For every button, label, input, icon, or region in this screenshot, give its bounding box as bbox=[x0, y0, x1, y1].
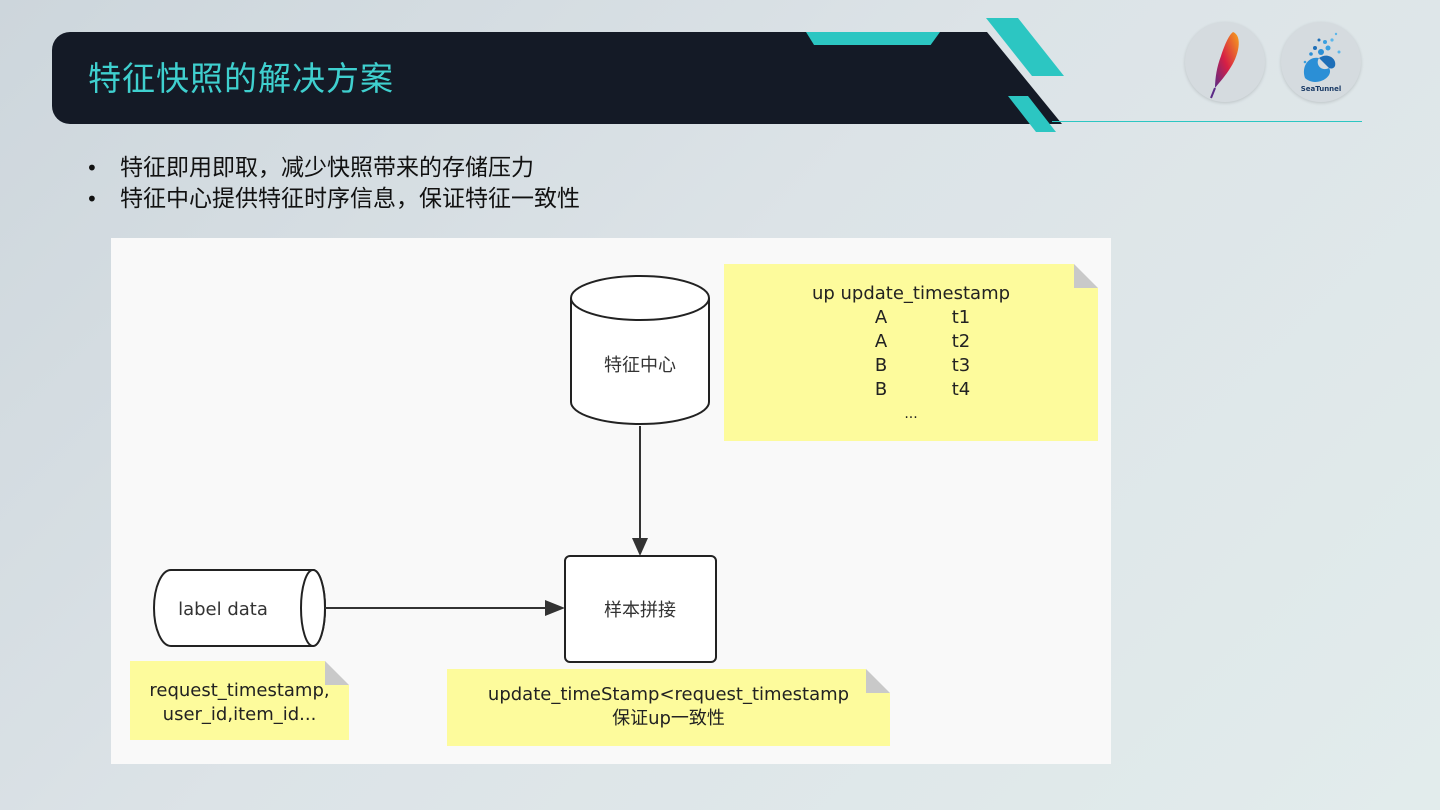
label-note-line: request_timestamp, bbox=[149, 680, 330, 701]
feather-icon bbox=[1210, 32, 1239, 99]
note-fold bbox=[325, 661, 349, 685]
teal-accent-top bbox=[806, 32, 940, 45]
seatunnel-logo: SeaTunnel bbox=[1281, 22, 1361, 102]
sample-join-label: 样本拼接 bbox=[604, 600, 676, 621]
arrow-center-to-join bbox=[632, 426, 648, 556]
join-condition-note: update_timeStamp<request_timestamp 保证up一… bbox=[447, 669, 890, 746]
label-data-text: label data bbox=[178, 599, 268, 620]
feature-center-label: 特征中心 bbox=[604, 355, 676, 376]
table-header: up update_timestamp bbox=[811, 283, 1011, 304]
header-bar bbox=[52, 32, 1062, 124]
sample-join-box: 样本拼接 bbox=[564, 555, 717, 663]
join-note-line: update_timeStamp<request_timestamp bbox=[487, 684, 850, 705]
note-fold bbox=[866, 669, 890, 693]
label-data-cylinder: label data bbox=[153, 569, 326, 647]
diagram-canvas: 特征中心 样本拼接 label data up update_timestamp bbox=[111, 238, 1111, 764]
header-underline bbox=[1052, 121, 1362, 122]
table-ellipsis: ... bbox=[904, 406, 918, 422]
seatunnel-icon bbox=[1303, 32, 1341, 82]
arrow-label-to-join bbox=[325, 600, 565, 616]
seatunnel-logo-text: SeaTunnel bbox=[1300, 85, 1342, 93]
apache-feather-logo bbox=[1185, 22, 1265, 102]
page-title: 特征快照的解决方案 bbox=[88, 59, 394, 98]
bullet-item: 特征即用即取，减少快照带来的存储压力 bbox=[86, 153, 580, 184]
bullet-item: 特征中心提供特征时序信息，保证特征一致性 bbox=[86, 184, 580, 215]
bullet-list: 特征即用即取，减少快照带来的存储压力 特征中心提供特征时序信息，保证特征一致性 bbox=[86, 153, 580, 215]
join-note-line: 保证up一致性 bbox=[612, 708, 725, 729]
label-fields-note: request_timestamp, user_id,item_id... bbox=[130, 661, 349, 740]
feature-center-cylinder: 特征中心 bbox=[570, 275, 710, 425]
diagram-svg: 特征中心 样本拼接 label data bbox=[153, 275, 717, 663]
label-note-line: user_id,item_id... bbox=[162, 704, 317, 725]
note-fold bbox=[1074, 264, 1098, 288]
